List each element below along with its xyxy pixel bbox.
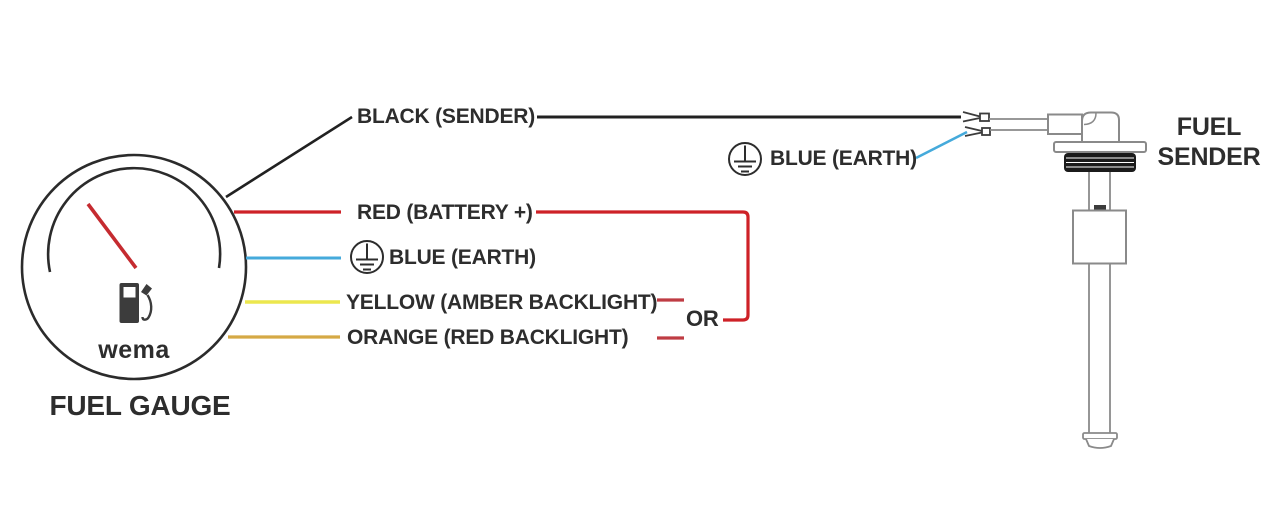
label-or: OR (686, 306, 719, 331)
fuel-gauge-caption: FUEL GAUGE (49, 390, 231, 421)
elbow-fitting (1081, 111, 1120, 142)
label-blue-earth-sender: BLUE (EARTH) (770, 147, 917, 170)
label-black-sender: BLACK (SENDER) (357, 105, 536, 128)
fuel-sender-drawing (962, 111, 1147, 449)
gauge-needle (86, 202, 138, 270)
sender-tube-lower (1088, 263, 1111, 433)
mounting-flange (1053, 141, 1147, 153)
fuel-sender-caption: FUEL SENDER (1157, 112, 1261, 172)
cable-sleeve (1047, 113, 1083, 135)
sender-tube-upper (1088, 172, 1111, 210)
threaded-collar (1064, 153, 1136, 172)
label-red-battery: RED (BATTERY +) (357, 201, 533, 224)
elbow-detail-line (1083, 112, 1097, 126)
label-yellow-backlight: YELLOW (AMBER BACKLIGHT) (346, 291, 658, 314)
tube-end-cap (1082, 432, 1118, 449)
earth-ground-icon-sender (728, 142, 762, 176)
black-wire-diagonal (225, 115, 353, 199)
spade-terminal-upper (962, 111, 990, 123)
label-blue-earth-gauge: BLUE (EARTH) (389, 246, 536, 269)
gauge-scale-arc (46, 166, 222, 273)
float-block (1072, 209, 1127, 265)
spade-terminal-lower (964, 126, 991, 137)
earth-ground-icon-gauge (350, 240, 384, 274)
gauge-brand: wema (98, 336, 170, 364)
fuel-gauge-drawing (20, 153, 248, 381)
label-orange-backlight: ORANGE (RED BACKLIGHT) (347, 326, 629, 349)
tube-stop (1094, 205, 1106, 211)
blue-wire-sender (915, 130, 968, 160)
fuel-sender-caption-line2: SENDER (1157, 143, 1261, 171)
fuel-sender-caption-line1: FUEL (1176, 113, 1242, 141)
fuel-pump-icon (119, 283, 153, 323)
red-wire-or-branch (536, 210, 750, 322)
